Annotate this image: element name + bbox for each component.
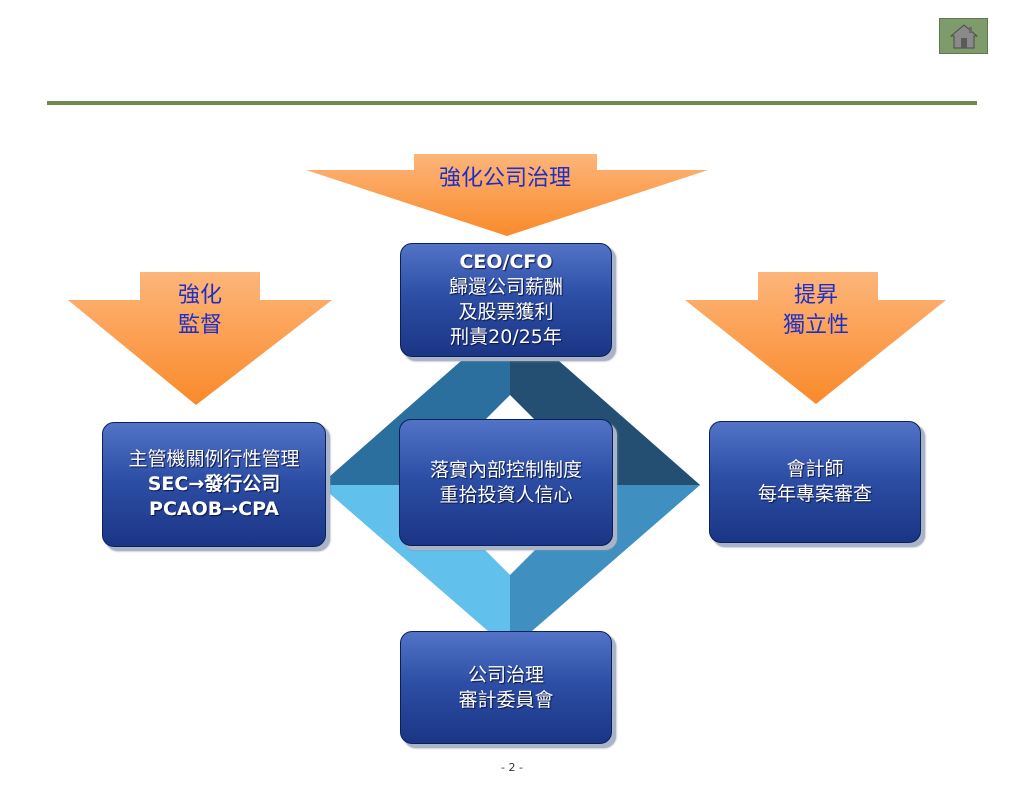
- home-icon: [949, 24, 978, 49]
- header-rule: [47, 101, 977, 105]
- box-line: 歸還公司薪酬: [448, 276, 563, 298]
- box-line: 落實內部控制制度: [429, 458, 582, 481]
- left-arrow-label-line: 監督: [177, 313, 222, 338]
- right-arrow-label-line: 提昇: [793, 283, 838, 308]
- home-button[interactable]: [939, 18, 988, 54]
- box-line: 及股票獲利: [458, 301, 554, 323]
- internal-control-box: 落實內部控制制度 重拾投資人信心: [399, 419, 613, 546]
- audit-committee-box: 公司治理 審計委員會: [400, 631, 612, 744]
- page-number: - 2 -: [501, 761, 523, 774]
- left-arrow-label: 強化 監督: [150, 281, 250, 341]
- box-line: CEO/CFO: [459, 251, 553, 273]
- regulator-box: 主管機關例行性管理 SEC→發行公司 PCAOB→CPA: [102, 422, 326, 547]
- box-line: 刑責20/25年: [450, 326, 562, 348]
- auditor-box: 會計師 每年專案審查: [709, 421, 921, 543]
- right-arrow-label-line: 獨立性: [782, 313, 849, 338]
- left-arrow-label-line: 強化: [177, 283, 222, 308]
- box-line: 主管機關例行性管理: [128, 448, 300, 470]
- box-line: 公司治理: [467, 663, 544, 686]
- top-arrow-label: 強化公司治理: [438, 166, 571, 191]
- box-line: 每年專案審查: [757, 483, 872, 505]
- box-line: 重拾投資人信心: [439, 483, 573, 506]
- right-arrow: [685, 272, 946, 404]
- right-arrow-label: 提昇 獨立性: [766, 281, 866, 341]
- top-arrow: [306, 154, 708, 236]
- box-line: 審計委員會: [458, 688, 554, 711]
- box-line: SEC→發行公司: [147, 473, 281, 495]
- left-arrow: [68, 272, 332, 405]
- box-line: 會計師: [786, 458, 844, 480]
- box-line: PCAOB→CPA: [149, 498, 279, 520]
- ceo-cfo-box: CEO/CFO 歸還公司薪酬 及股票獲利 刑責20/25年: [400, 243, 612, 357]
